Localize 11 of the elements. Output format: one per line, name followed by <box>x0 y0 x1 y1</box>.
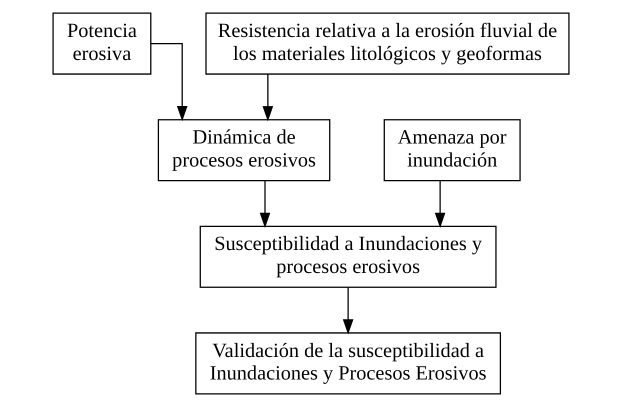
arrow <box>342 288 353 335</box>
arrow <box>434 181 445 228</box>
arrow <box>150 42 188 122</box>
arrow <box>259 181 270 228</box>
node-box: Dinámica de procesos erosivos <box>157 119 330 182</box>
node-box: Amenaza por inundación <box>383 119 520 182</box>
node-box: Susceptibilidad a Inundaciones y procesos erosivos <box>199 226 496 288</box>
arrow <box>262 74 273 122</box>
node-box: Potencia erosiva <box>52 12 151 75</box>
node-box: Resistencia relativa a la erosión fluvial de los materiales litológicos y geoformas <box>204 12 570 75</box>
node-box: Validación de la susceptibilidad a Inundaciones y Procesos Erosivos <box>194 332 501 394</box>
